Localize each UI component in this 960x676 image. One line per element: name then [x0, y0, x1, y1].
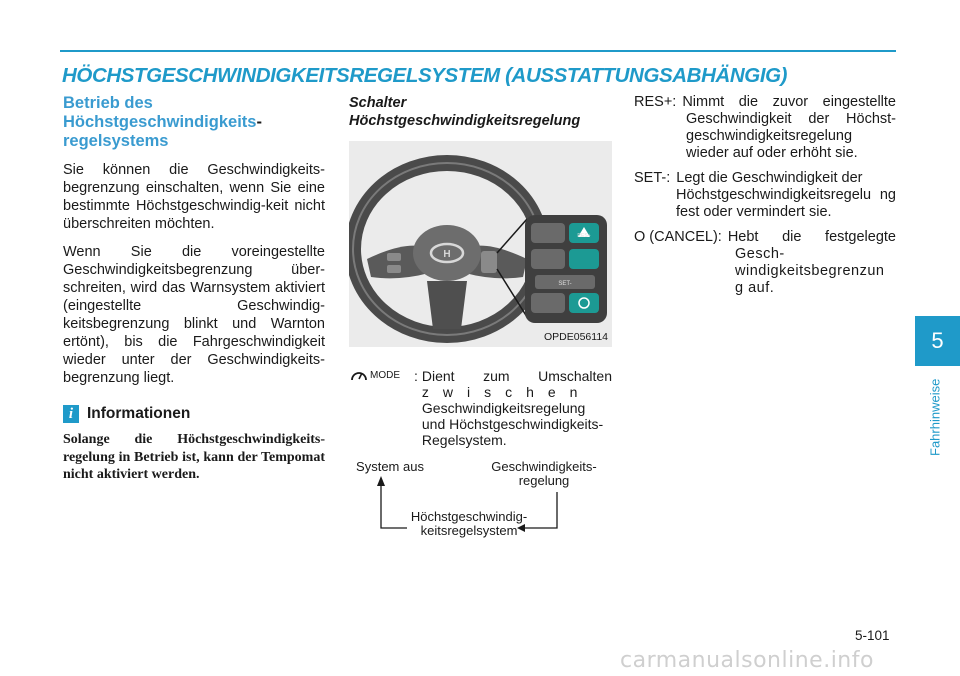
section-title: HÖCHSTGESCHWINDIGKEITSREGELSYSTEM (AUSST…: [62, 64, 788, 87]
switch-heading: Schalter Höchstgeschwindigkeitsregelung: [349, 94, 612, 130]
subheading-hyphen: -: [256, 113, 262, 131]
info-title: Informationen: [87, 405, 191, 422]
info-text: Solange die Höchstgeschwindigkeits-regel…: [63, 432, 325, 482]
subheading: Betrieb des Höchstgeschwindigkeits- rege…: [63, 94, 325, 151]
diagram-label-system-off: System aus: [356, 459, 424, 474]
res-button-label: RES+: [577, 233, 590, 239]
figure-code: OPDE056114: [543, 331, 608, 343]
mode-text-line-5: Regelsystem.: [421, 432, 507, 448]
diagram-arrows: [377, 476, 558, 532]
info-icon: i: [63, 405, 79, 423]
mode-text-line-1: Dient zum Umschalten: [421, 368, 612, 384]
diagram-label-cruise-line-1: Geschwindigkeits-: [491, 459, 597, 474]
speedometer-icon: [351, 372, 367, 381]
switch-heading-line-1: Schalter: [349, 95, 407, 111]
definition-cancel-first-line: Hebt die festgelegte: [727, 229, 896, 245]
definition-cancel: O (CANCEL): Hebt die festgelegte Gesch-w…: [634, 229, 896, 297]
mode-text-line-2: zwischen: [421, 384, 592, 400]
mode-text: : Dient zum Umschalten zwischen Geschwin…: [414, 368, 612, 448]
definition-set-text: Höchstgeschwindigkeitsregelu ng fest ode…: [676, 187, 896, 220]
subheading-line-2: Höchstgeschwindigkeits: [63, 113, 257, 131]
paragraph-intro: Sie können die Geschwindigkeits-begrenzu…: [63, 162, 325, 232]
diagram-label-limiter-line-1: Höchstgeschwindig-: [410, 509, 528, 524]
definition-set-term: SET-:: [634, 170, 671, 186]
mode-icon-label: MODE: [370, 370, 400, 381]
mode-colon: :: [414, 368, 418, 384]
definition-res-first-line: Nimmt die zuvor eingestellte: [682, 94, 896, 110]
column-right: RES+: Nimmt die zuvor eingestellte Gesch…: [634, 94, 896, 305]
set-button-label: SET-: [558, 281, 571, 287]
watermark: carmanualsonline.info: [620, 648, 874, 673]
diagram-label-cruise: Geschwindigkeits- regelung: [479, 460, 609, 488]
svg-text:H: H: [443, 249, 450, 260]
mode-text-line-3: Geschwindigkeitsregelung: [421, 400, 586, 416]
mode-button-icon: MODE: [350, 368, 414, 448]
page-number: 5-101: [855, 628, 890, 643]
definition-set: SET-: Legt die Geschwindigkeit der Höchs…: [634, 170, 896, 221]
paragraph-warning: Wenn Sie die voreingestellte Geschwindig…: [63, 244, 325, 386]
subheading-line-3: regelsystems: [63, 132, 169, 150]
steering-wheel-figure: H SET- RES+ OPDE056114: [345, 141, 612, 347]
definition-res: RES+: Nimmt die zuvor eingestellte Gesch…: [634, 94, 896, 162]
diagram-label-cruise-line-2: regelung: [518, 473, 570, 488]
diagram-label-limiter-line-2: keitsregelsystem: [420, 523, 518, 538]
mode-description: MODE : Dient zum Umschalten zwischen Ges…: [350, 368, 612, 448]
definition-set-first-line: Legt die Geschwindigkeit der: [676, 170, 863, 186]
chapter-tab[interactable]: 5: [915, 316, 960, 366]
mode-cycle-diagram: System aus Geschwindigkeits- regelung Hö…: [349, 458, 612, 548]
definition-cancel-text: Gesch-windigkeitsbegrenzun g auf.: [735, 246, 885, 296]
switch-heading-line-2: Höchstgeschwindigkeitsregelung: [349, 113, 581, 129]
steering-wheel-illustration: H SET- RES+: [345, 155, 607, 343]
column-middle: Schalter Höchstgeschwindigkeitsregelung: [349, 94, 612, 130]
chapter-label: Fahrhinweise: [927, 378, 943, 456]
definition-cancel-term: O (CANCEL):: [634, 229, 722, 245]
column-left: Betrieb des Höchstgeschwindigkeits- rege…: [63, 94, 325, 484]
header-rule: [60, 50, 896, 52]
info-header: i Informationen: [63, 405, 325, 423]
subheading-line-1: Betrieb des: [63, 94, 153, 112]
definition-res-text: Geschwindigkeit der Höchst-geschwindigke…: [686, 111, 896, 161]
mode-text-line-4: und Höchstgeschwindigkeits-: [421, 416, 604, 432]
diagram-label-limiter: Höchstgeschwindig- keitsregelsystem: [389, 510, 549, 538]
definition-res-term: RES+:: [634, 94, 677, 110]
